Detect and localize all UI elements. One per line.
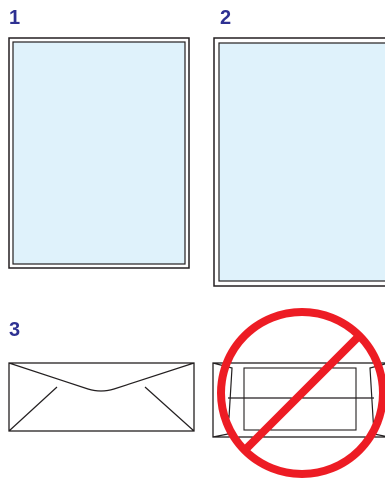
envelope-flap-icon bbox=[9, 363, 194, 431]
envelope-prohibited-icon bbox=[213, 312, 385, 474]
paper-sheet-large-icon bbox=[214, 38, 385, 286]
paper-sheet-icon bbox=[9, 38, 189, 268]
